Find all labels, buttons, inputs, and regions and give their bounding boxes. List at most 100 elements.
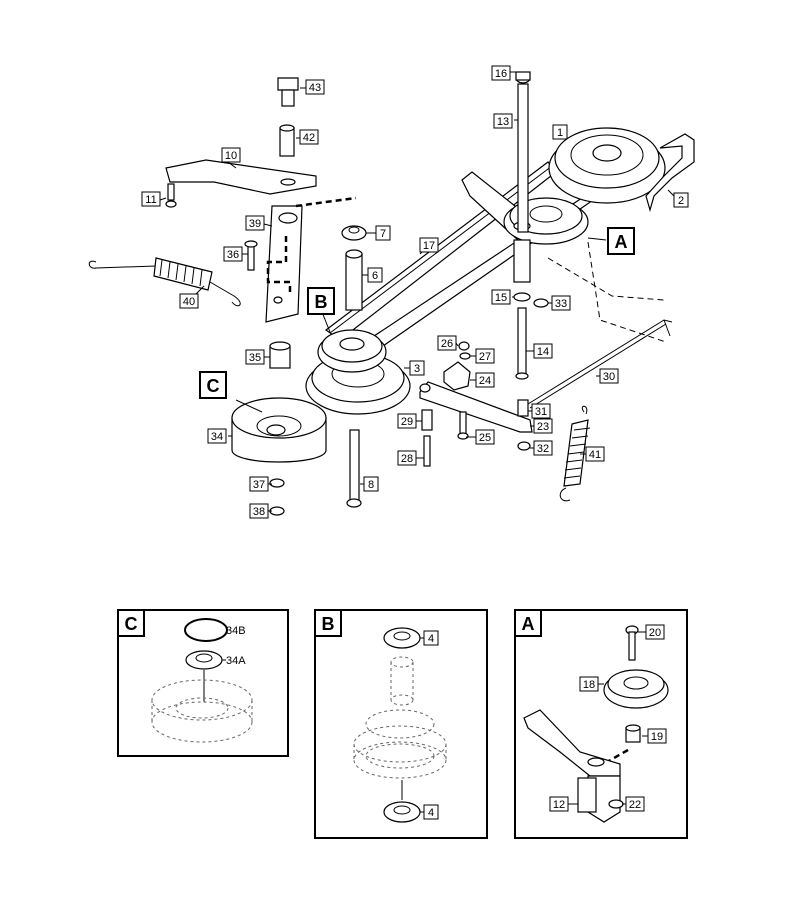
label-34b: 34B <box>226 625 246 637</box>
label-26: 26 <box>437 335 457 351</box>
bolt-36 <box>244 240 258 271</box>
label-38: 38 <box>249 503 269 519</box>
nut-33 <box>533 298 549 308</box>
label-3: 3 <box>409 360 425 376</box>
svg-text:2: 2 <box>678 195 684 207</box>
spring-41 <box>559 405 591 502</box>
pulley-b <box>317 329 387 373</box>
label-19: 19 <box>647 728 667 744</box>
svg-text:3: 3 <box>414 363 420 375</box>
washer-15 <box>513 292 531 302</box>
label-41: 41 <box>585 446 605 462</box>
label-43: 43 <box>305 79 325 95</box>
svg-text:28: 28 <box>401 453 413 465</box>
spacer-ghost-b <box>390 656 414 706</box>
label-12: 12 <box>549 796 569 812</box>
label-13: 13 <box>493 113 513 129</box>
svg-text:36: 36 <box>227 249 239 261</box>
bushing-35 <box>269 341 291 369</box>
svg-text:B: B <box>315 292 328 312</box>
label-28: 28 <box>397 450 417 466</box>
pulley-18 <box>603 669 669 709</box>
lever-arm-23 <box>419 341 533 467</box>
callout-a: A <box>607 227 635 255</box>
bolt-13 <box>515 71 531 233</box>
svg-text:18: 18 <box>583 679 595 691</box>
label-33: 33 <box>551 295 571 311</box>
svg-text:30: 30 <box>603 371 615 383</box>
label-14: 14 <box>533 343 553 359</box>
label-27: 27 <box>475 348 495 364</box>
svg-text:37: 37 <box>253 479 265 491</box>
label-4-top: 4 <box>423 630 439 646</box>
arm-39 <box>265 205 303 323</box>
bolt-43 <box>277 77 299 107</box>
label-17: 17 <box>419 237 439 253</box>
svg-text:C: C <box>207 376 220 396</box>
label-10: 10 <box>221 147 241 163</box>
label-8: 8 <box>363 476 379 492</box>
svg-text:17: 17 <box>423 240 435 252</box>
pulley-ghost-c <box>151 679 253 743</box>
label-35: 35 <box>245 349 265 365</box>
pulley-1 <box>548 127 666 204</box>
label-34: 34 <box>207 428 227 444</box>
svg-text:34: 34 <box>211 431 223 443</box>
label-37: 37 <box>249 476 269 492</box>
label-15: 15 <box>491 289 511 305</box>
svg-text:1: 1 <box>557 127 563 139</box>
label-40: 40 <box>179 293 199 309</box>
svg-text:29: 29 <box>401 416 413 428</box>
svg-text:35: 35 <box>249 352 261 364</box>
inset-a: A 20 18 19 12 <box>514 609 688 839</box>
svg-text:7: 7 <box>380 228 386 240</box>
pulley-34 <box>231 397 327 463</box>
label-23: 23 <box>533 418 553 434</box>
label-7: 7 <box>375 225 391 241</box>
svg-text:26: 26 <box>441 338 453 350</box>
label-22: 22 <box>625 796 645 812</box>
pulley-ghost-b <box>353 709 447 779</box>
svg-text:10: 10 <box>225 150 237 162</box>
belt-guide-2 <box>645 133 695 213</box>
label-2: 2 <box>673 192 689 208</box>
svg-text:23: 23 <box>537 421 549 433</box>
svg-text:32: 32 <box>537 443 549 455</box>
svg-text:13: 13 <box>497 116 509 128</box>
bearing-34a <box>185 650 223 670</box>
label-4-bottom: 4 <box>423 804 439 820</box>
svg-text:24: 24 <box>479 375 491 387</box>
label-18: 18 <box>579 676 599 692</box>
svg-text:39: 39 <box>249 218 261 230</box>
spacer-6 <box>345 249 363 311</box>
spring-40 <box>88 257 241 307</box>
callout-b: B <box>307 287 335 315</box>
inset-b: B 4 4 <box>314 609 488 839</box>
label-11: 11 <box>141 191 161 207</box>
svg-text:31: 31 <box>535 406 547 418</box>
svg-text:33: 33 <box>555 298 567 310</box>
bracket-10 <box>165 159 317 195</box>
svg-text:43: 43 <box>309 82 321 94</box>
svg-text:15: 15 <box>495 292 507 304</box>
bushing-42 <box>279 124 295 157</box>
label-16: 16 <box>491 65 511 81</box>
svg-text:A: A <box>522 614 535 634</box>
nut-38 <box>269 506 285 516</box>
svg-text:8: 8 <box>368 479 374 491</box>
assembly-line-a <box>587 241 667 343</box>
svg-text:6: 6 <box>372 270 378 282</box>
svg-text:20: 20 <box>649 627 661 639</box>
cap-7 <box>341 225 367 241</box>
svg-text:A: A <box>615 232 628 252</box>
svg-text:40: 40 <box>183 296 195 308</box>
inset-c: C 34B 34A <box>117 609 289 757</box>
svg-text:14: 14 <box>537 346 549 358</box>
svg-text:42: 42 <box>303 132 315 144</box>
svg-text:11: 11 <box>145 194 156 206</box>
part-labels: 43 42 10 11 39 36 40 35 7 6 3 8 34 37 38… <box>141 65 689 519</box>
svg-text:19: 19 <box>651 731 663 743</box>
svg-text:34B: 34B <box>226 625 246 637</box>
label-6: 6 <box>367 267 383 283</box>
